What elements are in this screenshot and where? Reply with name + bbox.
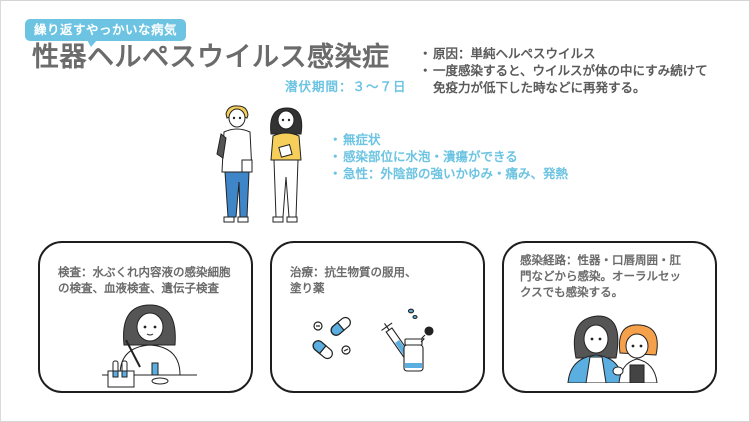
- examination-text: 検査：水ぶくれ内容液の感染細胞 の検査、血液検査、遺伝子検査: [58, 264, 231, 296]
- symptom-item: ・ 無症状: [329, 131, 568, 148]
- card-line: クスでも感染する。: [520, 285, 624, 299]
- fact-item: ・ 一度感染すると、ウイルスが体の中にすみ続けて: [419, 62, 708, 79]
- bullet-icon: ・: [329, 166, 342, 181]
- category-tag: 繰り返すやっかいな病気: [25, 19, 187, 47]
- infection-route-text: 感染経路：性器・口唇周囲・肛 門などから感染。オーラルセッ クスでも感染する。: [520, 252, 681, 300]
- bullet-icon: ・: [329, 149, 342, 164]
- two-people-illustration: [216, 105, 303, 223]
- symptom-item: ・ 感染部位に水泡・潰瘍ができる: [329, 148, 568, 165]
- incubation-period: 潜伏期間：３〜７日: [285, 79, 407, 94]
- fact-continuation: 免疫力が低下した時などに再発する。: [433, 80, 646, 95]
- pills-icon: [312, 316, 351, 360]
- two-women-icon: [567, 315, 658, 383]
- card-line: 門などから感染。オーラルセッ: [520, 269, 681, 283]
- page-title: 性器ヘルペスウイルス感染症: [32, 42, 390, 73]
- infection-route-card: 感染経路：性器・口唇周囲・肛 門などから感染。オーラルセッ クスでも感染する。: [502, 241, 717, 393]
- fact-text: 原因：単純ヘルペスウイルス: [433, 46, 596, 61]
- man-figure: [216, 105, 253, 223]
- syringe-icon: [381, 308, 434, 372]
- symptom-text: 感染部位に水泡・潰瘍ができる: [343, 149, 518, 164]
- treatment-card: 治療：抗生物質の服用、 塗り薬: [270, 241, 485, 393]
- symptom-text: 無症状: [343, 132, 381, 147]
- facts-list: ・ 原因：単純ヘルペスウイルス ・ 一度感染すると、ウイルスが体の中にすみ続けて…: [419, 45, 708, 96]
- bullet-icon: ・: [419, 46, 432, 61]
- bullet-icon: ・: [329, 132, 342, 147]
- card-line: 検査：水ぶくれ内容液の感染細胞: [58, 265, 231, 279]
- symptom-text: 急性：外陰部の強いかゆみ・痛み、発熱: [343, 166, 569, 181]
- lab-technician-icon: [102, 304, 197, 388]
- treatment-text: 治療：抗生物質の服用、 塗り薬: [290, 264, 417, 296]
- examination-card: 検査：水ぶくれ内容液の感染細胞 の検査、血液検査、遺伝子検査: [38, 241, 253, 393]
- fact-item: ・ 原因：単純ヘルペスウイルス: [419, 45, 708, 62]
- card-line: 感染経路：性器・口唇周囲・肛: [520, 253, 681, 267]
- bullet-icon: ・: [419, 63, 432, 78]
- card-line: 塗り薬: [290, 281, 325, 295]
- fact-text: 一度感染すると、ウイルスが体の中にすみ続けて: [433, 63, 708, 78]
- card-line: の検査、血液検査、遺伝子検査: [58, 281, 219, 295]
- symptom-item: ・ 急性：外陰部の強いかゆみ・痛み、発熱: [329, 165, 568, 182]
- woman-figure: [270, 107, 303, 223]
- card-line: 治療：抗生物質の服用、: [290, 265, 417, 279]
- symptoms-list: ・ 無症状 ・ 感染部位に水泡・潰瘍ができる ・ 急性：外陰部の強いかゆみ・痛み…: [329, 131, 568, 182]
